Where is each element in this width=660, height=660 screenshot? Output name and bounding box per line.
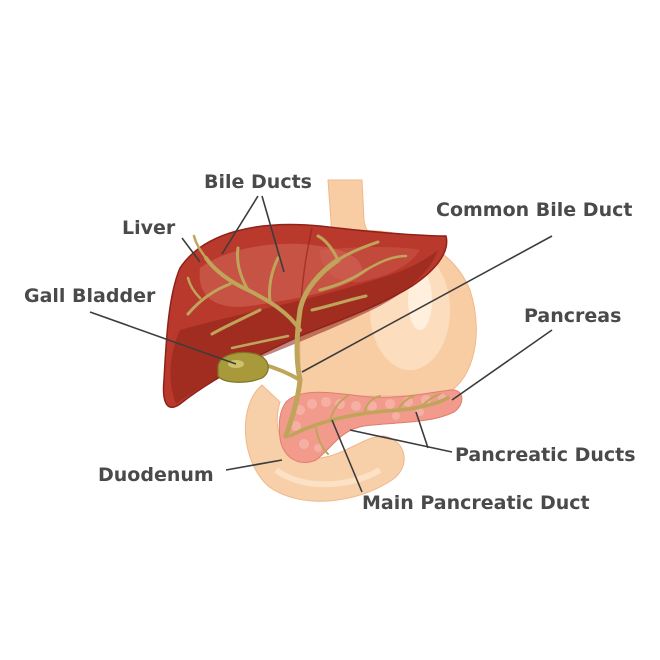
leader-bile-ducts-left [221,195,259,255]
duodenum-inner-shade [274,467,382,488]
leader-pancreatic-ducts-a [349,429,453,453]
leader-pancreatic-ducts-b [415,411,429,449]
label-duodenum: Duodenum [98,464,214,486]
label-bile-ducts: Bile Ducts [204,171,312,193]
leader-bile-ducts-right [261,195,285,273]
label-liver: Liver [122,217,176,239]
leader-gall-bladder [89,311,237,365]
label-common-bile-duct: Common Bile Duct [436,199,632,221]
gall-bladder [217,351,269,383]
leader-liver [181,237,201,263]
bile-duct-tree [186,234,408,439]
label-pancreatic-ducts: Pancreatic Ducts [455,444,636,466]
label-pancreas: Pancreas [524,305,621,327]
leader-lines [89,195,553,493]
label-main-pancreatic-duct: Main Pancreatic Duct [362,492,590,514]
leader-pancreas [451,329,553,401]
leader-duodenum [225,459,283,471]
leader-common-bile-duct [301,235,553,373]
label-gall-bladder: Gall Bladder [24,285,156,307]
pancreatic-duct-system [288,393,450,455]
leader-main-pancreatic-duct [331,419,363,493]
